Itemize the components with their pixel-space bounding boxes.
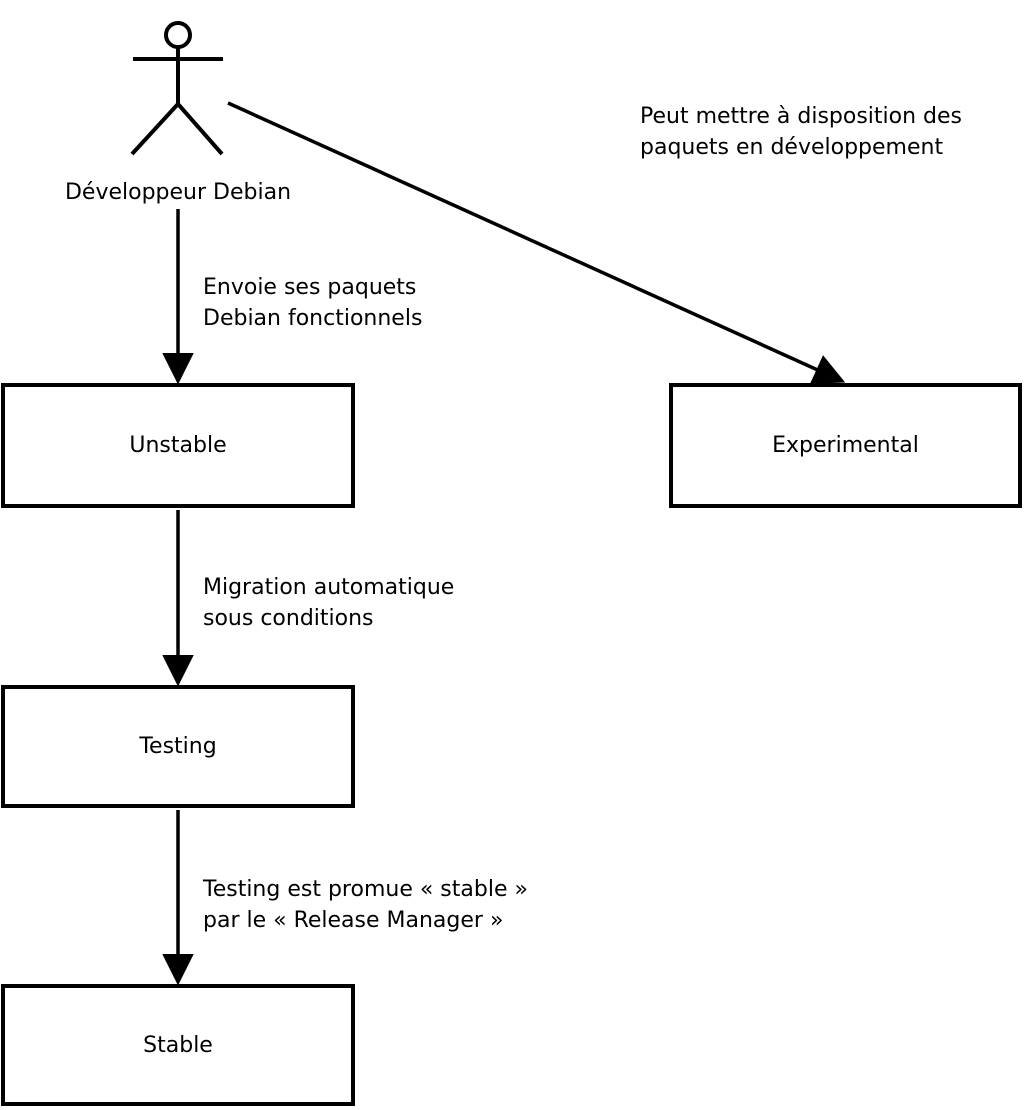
node-stable: Stable bbox=[1, 984, 355, 1106]
developer-actor-icon bbox=[130, 21, 224, 156]
edge-note-line: Peut mettre à disposition des bbox=[640, 104, 962, 129]
edge-note-unstable-to-testing: Migration automatique sous conditions bbox=[203, 572, 454, 634]
edge-note-line: Testing est promue « stable » bbox=[203, 877, 528, 902]
edge-note-line: par le « Release Manager » bbox=[203, 908, 504, 933]
actor-label: Développeur Debian bbox=[64, 180, 292, 205]
node-testing: Testing bbox=[1, 685, 355, 808]
edge-note-testing-to-stable: Testing est promue « stable » par le « R… bbox=[203, 874, 528, 936]
edge-note-line: paquets en développement bbox=[640, 135, 944, 160]
edge-note-dev-to-unstable: Envoie ses paquets Debian fonctionnels bbox=[203, 272, 422, 334]
node-stable-label: Stable bbox=[143, 1032, 213, 1058]
node-testing-label: Testing bbox=[139, 734, 217, 759]
node-unstable: Unstable bbox=[1, 383, 355, 508]
edge-note-line: sous conditions bbox=[203, 606, 374, 631]
edge-note-line: Migration automatique bbox=[203, 575, 455, 600]
edge-note-line: Envoie ses paquets bbox=[203, 275, 417, 300]
edge-note-dev-to-experimental: Peut mettre à disposition des paquets en… bbox=[640, 101, 962, 163]
actor-leg-left bbox=[130, 102, 180, 156]
edge-note-line: Debian fonctionnels bbox=[203, 306, 423, 331]
actor-leg-right bbox=[176, 102, 224, 156]
node-experimental: Experimental bbox=[669, 383, 1022, 508]
node-experimental-label: Experimental bbox=[772, 433, 919, 458]
arrow-dev-to-experimental bbox=[227, 101, 846, 384]
node-unstable-label: Unstable bbox=[129, 433, 227, 458]
actor-head bbox=[164, 21, 192, 49]
